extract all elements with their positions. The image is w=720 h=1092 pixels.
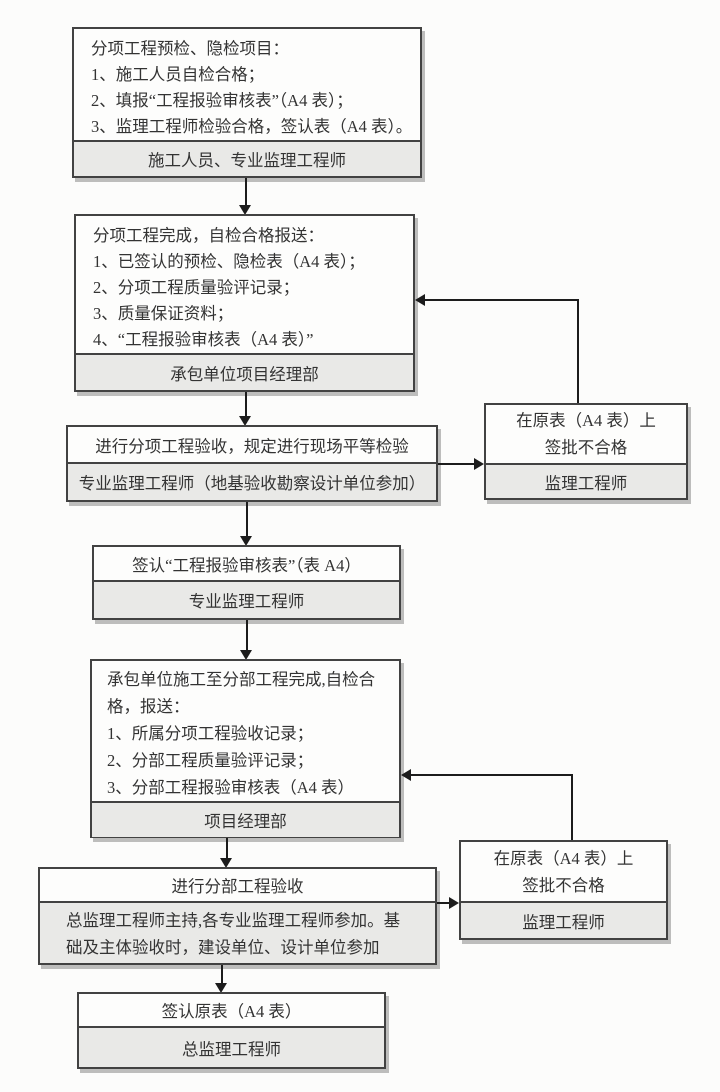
box-title: 签认“工程报验审核表”（表 A4） <box>132 555 361 575</box>
box-body: 在原表（A4 表）上 签批不合格 <box>486 405 686 463</box>
box-text-line: 1、已签认的预检、隐检表（A4 表）； <box>93 252 365 271</box>
box-text-line: 分项工程预检、隐检项目： <box>91 39 289 58</box>
box-body: 承包单位施工至分部工程完成,自检合格，报送： 1、所属分项工程验收记录； 2、分… <box>92 661 399 801</box>
box-text-line: 2、分部工程质量验评记录； <box>107 751 314 770</box>
arrow-left-icon <box>415 294 425 306</box>
flow-box-subitem-complete-report: 分项工程完成，自检合格报送： 1、已签认的预检、隐检表（A4 表）； 2、分项工… <box>74 214 415 392</box>
box-body: 在原表（A4 表）上 签批不合格 <box>461 842 666 901</box>
arrow-down-icon <box>215 983 227 993</box>
box-text-line: 3、分部工程报验审核表（A4 表） <box>107 778 355 797</box>
box-text-line: 在原表（A4 表）上 <box>493 848 634 868</box>
connector-line <box>245 178 247 206</box>
connector-line <box>226 838 228 859</box>
arrow-down-icon <box>239 205 251 215</box>
flow-box-sign-original-form: 签认原表（A4 表） 总监理工程师 <box>77 992 386 1069</box>
connector-line <box>438 463 475 465</box>
connector-line <box>571 775 573 840</box>
box-text-line: 承包单位施工至分部工程完成,自检合格，报送： <box>107 670 376 716</box>
flow-box-reject-sign-2: 在原表（A4 表）上 签批不合格 监理工程师 <box>459 840 668 940</box>
flow-box-subitem-acceptance: 进行分项工程验收，规定进行现场平等检验 专业监理工程师（地基验收勘察设计单位参加… <box>66 425 438 502</box>
responsible-party-label: 项目经理部 <box>92 801 399 837</box>
arrow-right-icon <box>474 458 484 470</box>
responsible-party-label: 专业监理工程师（地基验收勘察设计单位参加） <box>68 462 436 500</box>
flow-box-reject-sign-1: 在原表（A4 表）上 签批不合格 监理工程师 <box>484 403 688 500</box>
box-body: 分项工程完成，自检合格报送： 1、已签认的预检、隐检表（A4 表）； 2、分项工… <box>76 216 413 353</box>
box-text-line: 签批不合格 <box>544 438 628 457</box>
box-text-line: 4、“工程报验审核表（A4 表）” <box>93 330 314 349</box>
connector-line <box>246 620 248 651</box>
connector-line <box>245 392 247 417</box>
box-text-line: 1、所属分项工程验收记录； <box>107 724 314 743</box>
box-text-line: 签批不合格 <box>522 875 605 895</box>
responsible-party-label: 总监理工程师 <box>79 1026 384 1067</box>
arrow-down-icon <box>240 536 252 546</box>
arrow-right-icon <box>449 897 459 909</box>
connector-line <box>410 774 573 776</box>
connector-line <box>221 965 223 984</box>
box-title: 签认原表（A4 表） <box>161 1002 302 1021</box>
responsible-party-label: 总监理工程师主持,各专业监理工程师参加。基础及主体验收时，建设单位、设计单位参加 <box>40 901 435 963</box>
box-text-line: 2、分项工程质量验评记录； <box>93 278 300 297</box>
box-text-line: 在原表（A4 表）上 <box>516 411 656 430</box>
connector-line <box>246 502 248 537</box>
box-text-line: 3、监理工程师检验合格，签认表（A4 表）。 <box>91 117 413 136</box>
arrow-down-icon <box>220 858 232 868</box>
flow-box-division-complete-report: 承包单位施工至分部工程完成,自检合格，报送： 1、所属分项工程验收记录； 2、分… <box>90 659 401 838</box>
flow-box-subitem-precheck: 分项工程预检、隐检项目： 1、施工人员自检合格； 2、填报“工程报验审核表”（A… <box>72 27 422 178</box>
box-text-line: 2、填报“工程报验审核表”（A4 表）； <box>91 91 353 110</box>
arrow-down-icon <box>239 416 251 426</box>
responsible-party-label: 承包单位项目经理部 <box>76 353 413 390</box>
box-text-line: 分项工程完成，自检合格报送： <box>93 226 324 245</box>
box-text-line: 3、质量保证资料； <box>93 304 234 323</box>
connector-line <box>437 902 450 904</box>
arrow-left-icon <box>401 769 411 781</box>
responsible-party-label: 监理工程师 <box>461 901 666 938</box>
connector-line <box>424 299 579 301</box>
flow-box-sign-review-form: 签认“工程报验审核表”（表 A4） 专业监理工程师 <box>92 545 401 620</box>
box-title: 进行分部工程验收 <box>171 877 304 896</box>
box-text-line: 1、施工人员自检合格； <box>91 65 265 84</box>
flow-box-division-acceptance: 进行分部工程验收 总监理工程师主持,各专业监理工程师参加。基础及主体验收时，建设… <box>38 867 437 965</box>
arrow-down-icon <box>240 650 252 660</box>
connector-line <box>577 300 579 403</box>
responsible-party-label: 专业监理工程师 <box>94 580 399 618</box>
box-title: 进行分项工程验收，规定进行现场平等检验 <box>95 436 409 456</box>
responsible-party-label: 监理工程师 <box>486 463 686 498</box>
box-body: 分项工程预检、隐检项目： 1、施工人员自检合格； 2、填报“工程报验审核表”（A… <box>74 29 420 140</box>
responsible-party-label: 施工人员、专业监理工程师 <box>74 140 420 176</box>
